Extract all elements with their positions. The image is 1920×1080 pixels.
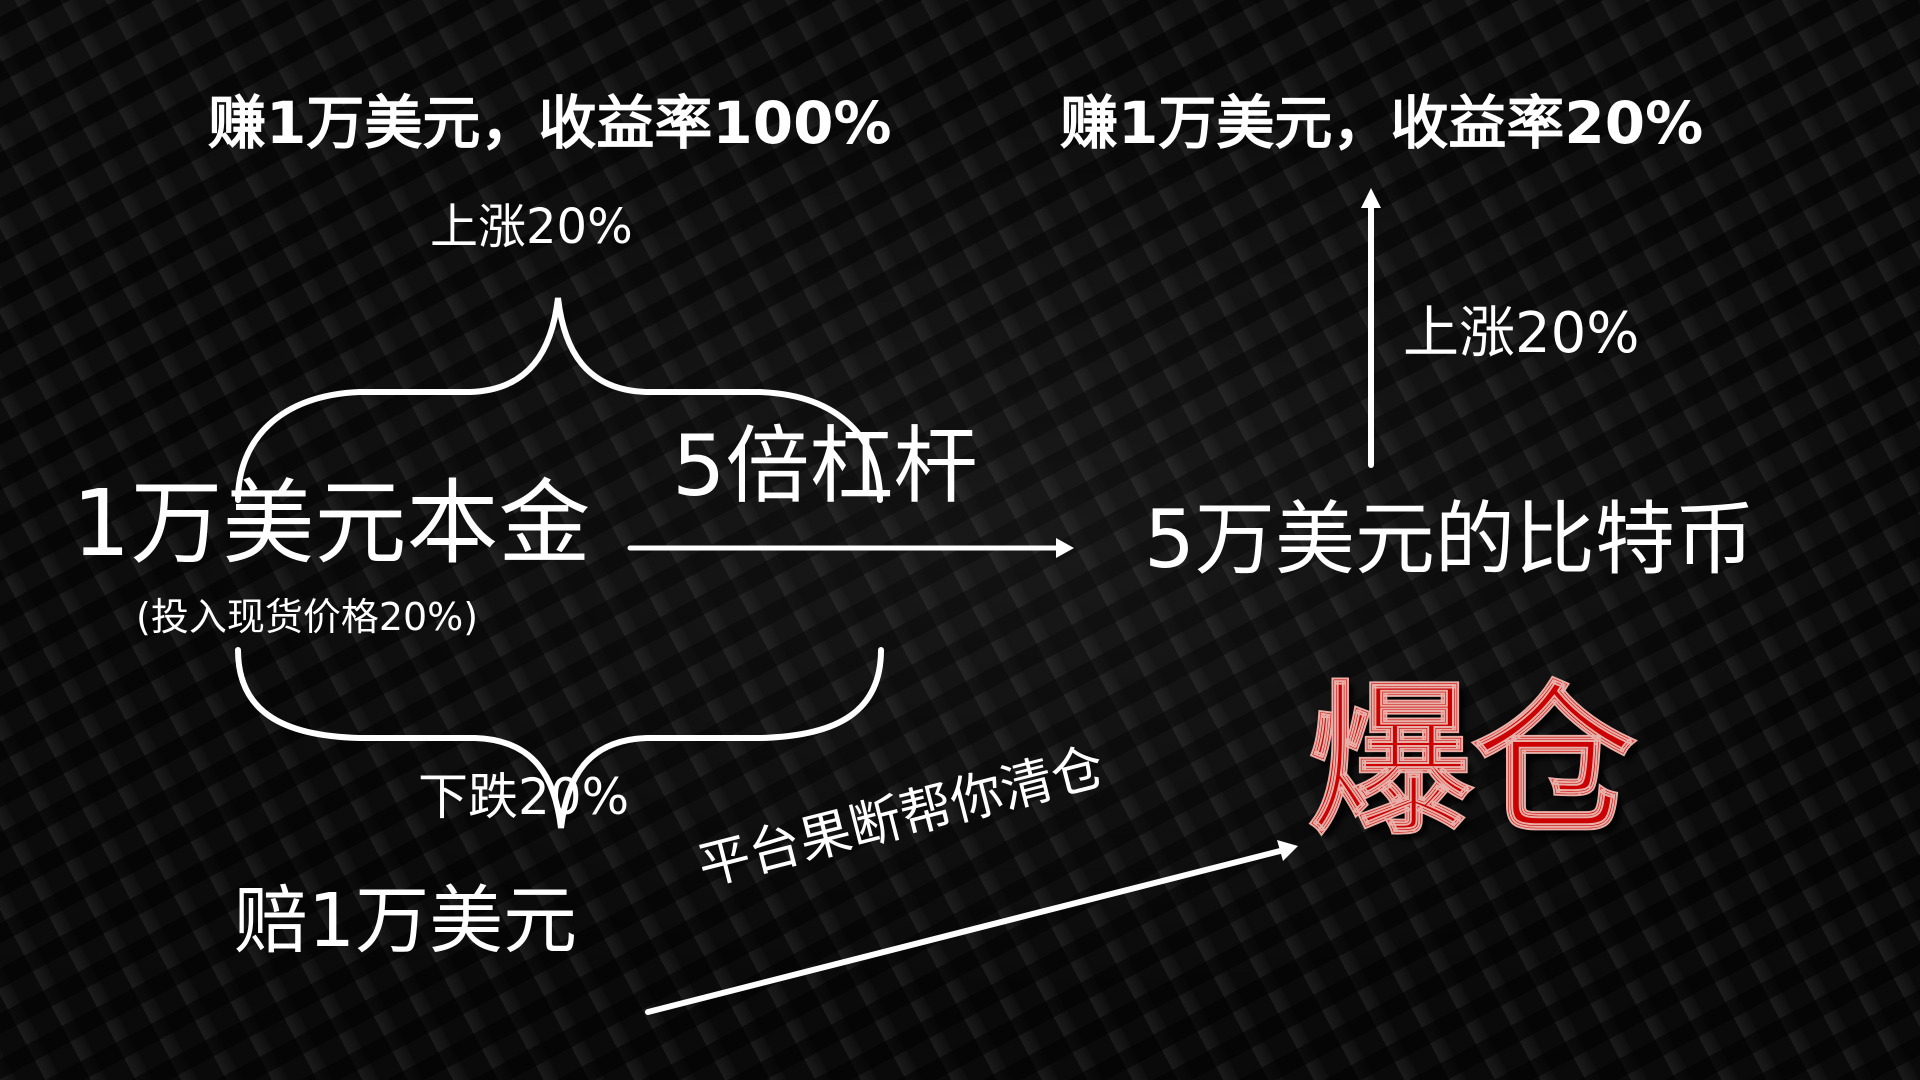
leverage-profit-result: 赚1万美元，收益率100% (208, 89, 892, 157)
rise-label-leverage: 上涨20% (430, 199, 633, 255)
principal-note: (投入现货价格20%) (136, 595, 479, 639)
arrow-right-icon (627, 538, 1074, 558)
loss-label: 赔1万美元 (234, 878, 578, 964)
rise-label-spot: 上涨20% (1403, 301, 1640, 366)
spot-profit-result: 赚1万美元，收益率20% (1060, 89, 1704, 157)
btc-position-label: 5万美元的比特币 (1144, 493, 1755, 586)
fall-label: 下跌20% (418, 768, 630, 826)
liquidation-label: 爆仓 (1307, 666, 1637, 857)
principal-label: 1万美元本金 (72, 470, 591, 577)
arrow-up-icon (1361, 188, 1381, 468)
leverage-label: 5倍杠杆 (672, 417, 978, 515)
liquidation-note: 平台果断帮你清仓 (692, 736, 1111, 898)
